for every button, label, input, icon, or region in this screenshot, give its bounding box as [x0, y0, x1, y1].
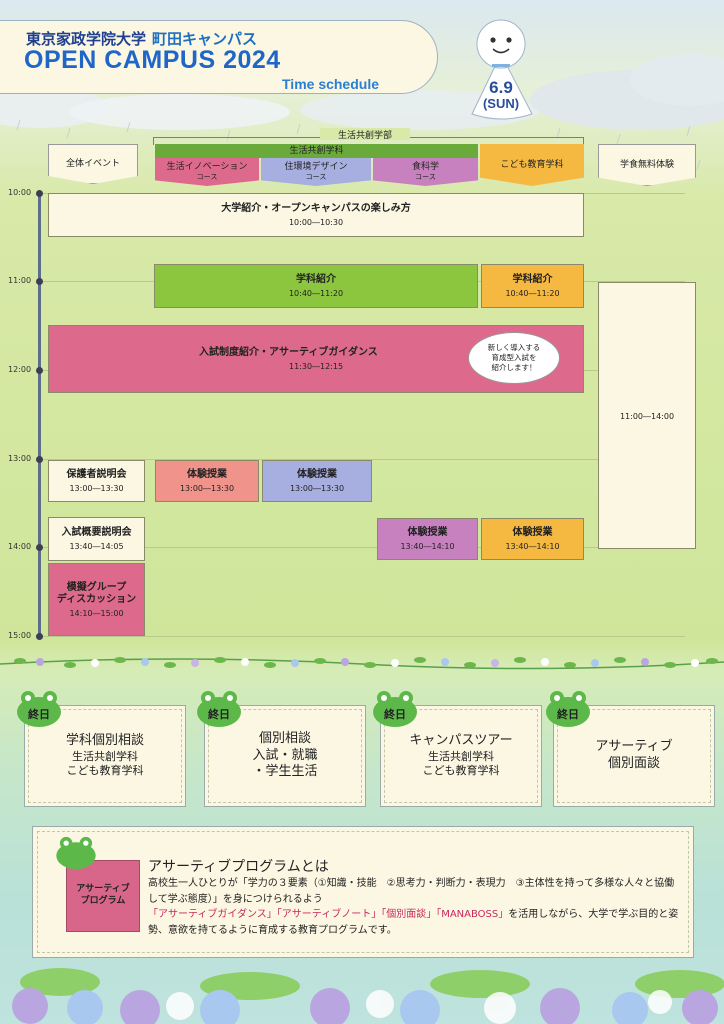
program-box: アサーティブプログラム: [66, 860, 140, 932]
program-card: [32, 826, 694, 958]
time-dot: [36, 367, 43, 374]
time-label-11: 11:00: [8, 276, 32, 285]
time-gridline: [40, 636, 685, 637]
all-day-badge: 終日: [384, 708, 406, 721]
column-kodomo: こども教育学科: [480, 144, 584, 186]
campus-name: 町田キャンパス: [152, 30, 258, 48]
all-day-badge: 終日: [557, 708, 579, 721]
event-title: OPEN CAMPUS 2024: [24, 46, 281, 74]
time-label-10: 10:00: [8, 188, 32, 197]
university-name: 東京家政学院大学町田キャンパス: [26, 30, 258, 48]
column-course-food: 食科学コース: [373, 158, 478, 186]
header-card: [0, 20, 438, 94]
time-dot: [36, 456, 43, 463]
flower-divider: [0, 657, 724, 670]
time-label-15: 15:00: [8, 631, 32, 640]
teru-teru-bozu-icon: [471, 19, 533, 120]
frog-icon: [17, 691, 61, 727]
header-subtitle: Time schedule: [282, 76, 380, 92]
all-day-badge: 終日: [28, 708, 50, 721]
column-course-innovation: 生活イノベーションコース: [155, 158, 259, 186]
column-subdepartment: 生活共創学科: [155, 144, 478, 158]
time-label-13: 13:00: [8, 454, 32, 463]
frog-icon: [197, 691, 241, 727]
event-date: 6.9: [489, 78, 513, 97]
time-dot: [36, 278, 43, 285]
time-axis: [38, 193, 41, 637]
all-day-badge: 終日: [208, 708, 230, 721]
hydrangea-decoration: [12, 968, 724, 1024]
program-title: アサーティブプログラムとは: [148, 859, 329, 875]
time-label-14: 14:00: [8, 542, 32, 551]
time-dot: [36, 190, 43, 197]
event-weekday: (SUN): [482, 96, 520, 111]
frog-icon: [373, 691, 417, 727]
column-cafeteria: 学食無料体験: [598, 144, 696, 186]
time-dot: [36, 544, 43, 551]
column-course-housing: 住環境デザインコース: [261, 158, 371, 186]
time-gridline: [40, 547, 685, 548]
frog-icon: [546, 691, 590, 727]
time-gridline: [40, 459, 685, 460]
frog-icon: [56, 836, 96, 870]
time-label-12: 12:00: [8, 365, 32, 374]
department-label: 生活共創学部: [320, 128, 410, 141]
speech-bubble: 新しく導入する育成型入試を紹介します！: [468, 332, 560, 384]
program-description: 高校生一人ひとりが「学力の３要素（①知識・技能 ②思考力・判断力・表現力 ③主体…: [148, 878, 679, 936]
time-dot: [36, 633, 43, 640]
column-all-events: 全体イベント: [48, 144, 138, 184]
block-cafeteria: 11:00―14:00: [598, 282, 696, 549]
